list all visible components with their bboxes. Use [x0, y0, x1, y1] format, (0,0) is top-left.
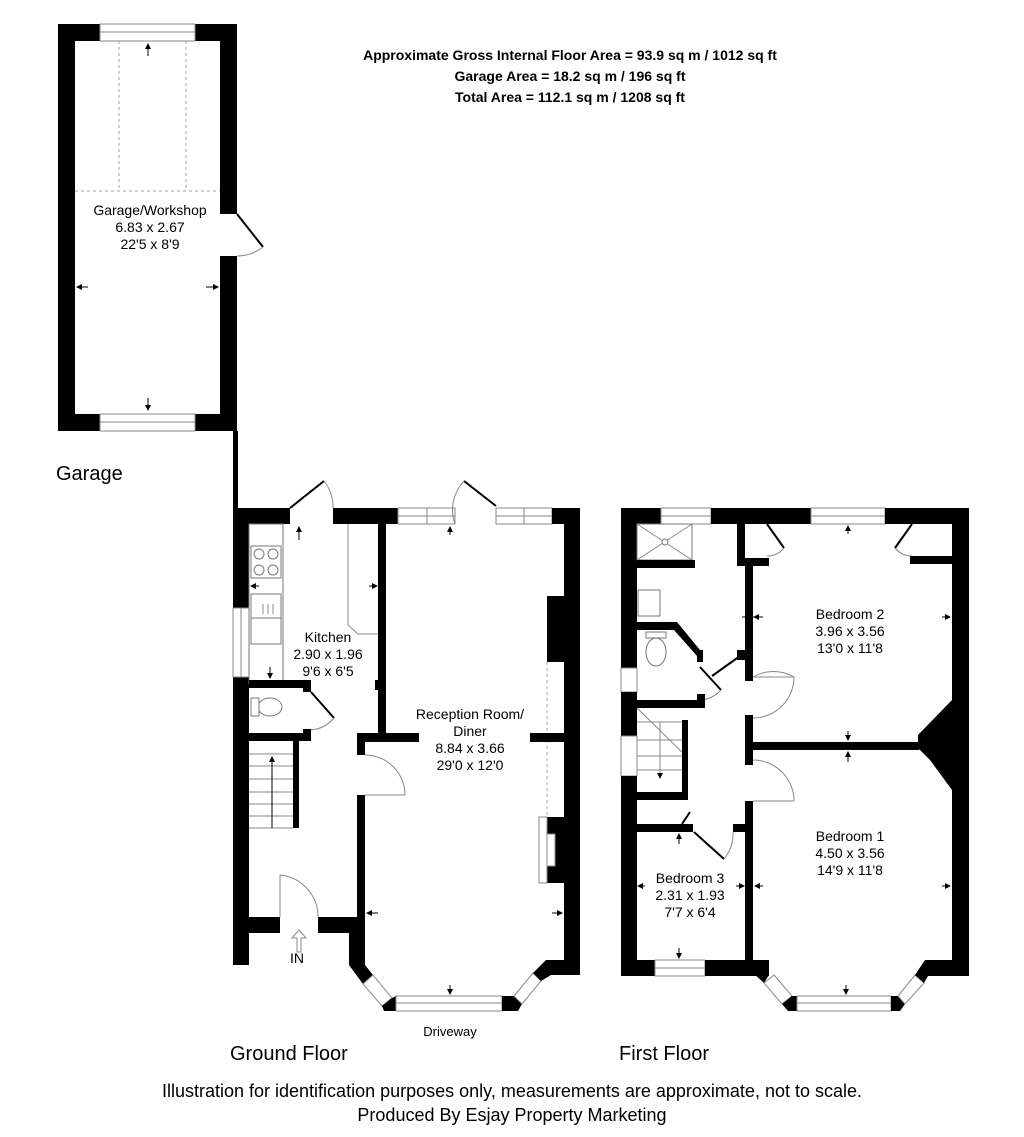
room-label-garage-workshop: Garage/Workshop 6.83 x 2.67 22'5 x 8'9 — [70, 202, 230, 253]
floor-label-ground: Ground Floor — [230, 1043, 348, 1065]
garage-area: Garage Area = 18.2 sq m / 196 sq ft — [454, 68, 686, 84]
room-name: Kitchen — [304, 629, 352, 645]
room-imperial: 7'7 x 6'4 — [664, 904, 716, 920]
producer-credit: Produced By Esjay Property Marketing — [357, 1105, 667, 1125]
room-metric: 3.96 x 3.56 — [815, 623, 885, 639]
room-name: Garage/Workshop — [93, 202, 207, 218]
room-name: Bedroom 3 — [655, 870, 725, 886]
driveway-label: Driveway — [423, 1024, 477, 1039]
first-floor-plan — [620, 507, 969, 1012]
room-imperial: 29'0 x 12'0 — [436, 757, 504, 773]
floor-label-first: First Floor — [619, 1043, 709, 1065]
room-label-kitchen: Kitchen 2.90 x 1.96 9'6 x 6'5 — [278, 629, 378, 680]
footer: Illustration for identification purposes… — [0, 1079, 1024, 1127]
room-imperial: 13'0 x 11'8 — [817, 640, 883, 656]
room-label-bedroom-1: Bedroom 1 4.50 x 3.56 14'9 x 11'8 — [800, 828, 900, 879]
room-metric: 2.90 x 1.96 — [293, 646, 363, 662]
room-name: Bedroom 1 — [815, 828, 885, 844]
room-name: Bedroom 2 — [815, 606, 885, 622]
room-metric: 4.50 x 3.56 — [815, 845, 885, 861]
room-metric: 6.83 x 2.67 — [115, 219, 185, 235]
staircase — [249, 753, 293, 829]
total-area: Total Area = 112.1 sq m / 1208 sq ft — [455, 89, 685, 105]
room-name-line2: Diner — [453, 723, 487, 739]
garage-plan — [58, 23, 264, 509]
room-name: Reception Room/ — [415, 706, 525, 722]
staircase-first-floor — [636, 707, 683, 779]
room-imperial: 22'5 x 8'9 — [120, 236, 180, 252]
room-metric: 2.31 x 1.93 — [655, 887, 725, 903]
room-imperial: 9'6 x 6'5 — [302, 663, 354, 679]
area-summary: Approximate Gross Internal Floor Area = … — [360, 45, 780, 108]
gross-internal-area: Approximate Gross Internal Floor Area = … — [363, 47, 777, 63]
room-label-bedroom-3: Bedroom 3 2.31 x 1.93 7'7 x 6'4 — [640, 870, 740, 921]
entrance-label: IN — [290, 950, 304, 966]
room-imperial: 14'9 x 11'8 — [817, 862, 883, 878]
room-label-bedroom-2: Bedroom 2 3.96 x 3.56 13'0 x 11'8 — [800, 606, 900, 657]
room-metric: 8.84 x 3.66 — [435, 740, 505, 756]
disclaimer: Illustration for identification purposes… — [161, 1081, 863, 1101]
floor-label-garage: Garage — [56, 463, 123, 485]
room-label-reception-diner: Reception Room/ Diner 8.84 x 3.66 29'0 x… — [400, 706, 540, 774]
ground-floor-plan — [232, 480, 580, 1012]
